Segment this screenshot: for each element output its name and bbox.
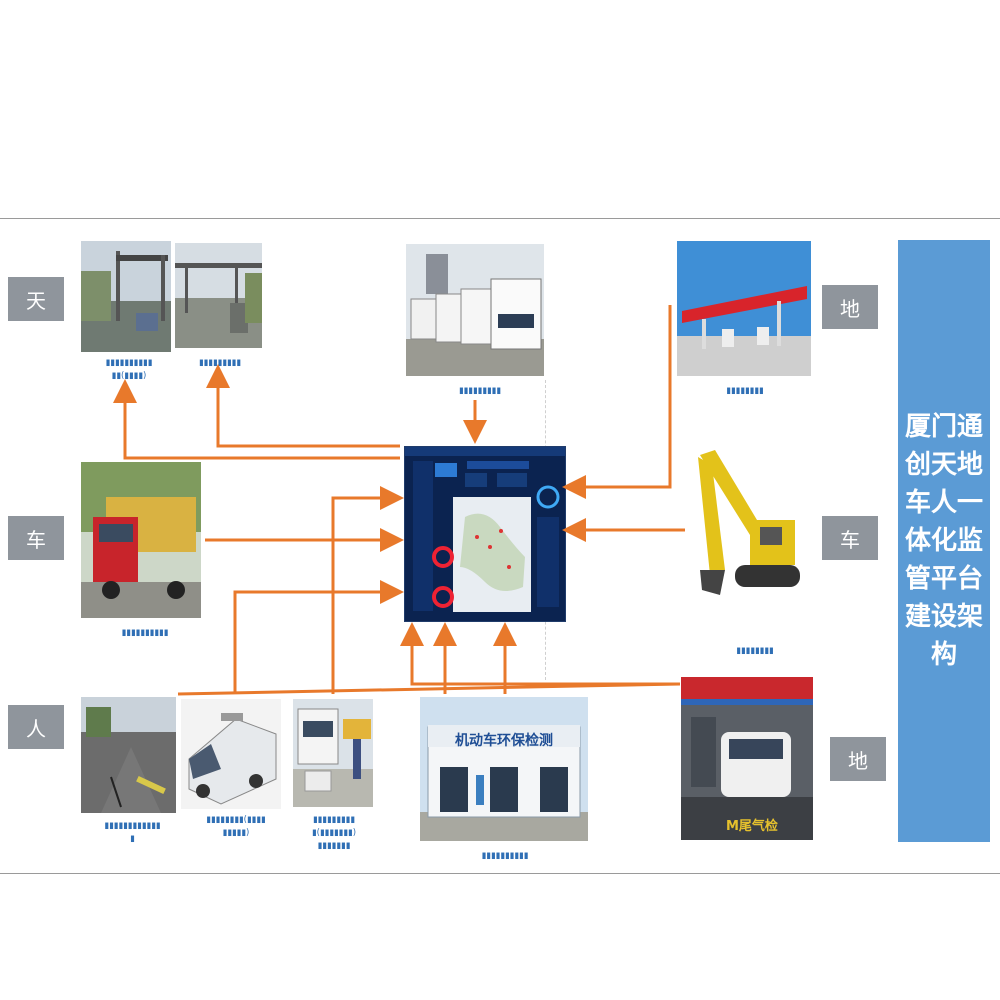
arrow-roadside-to-dashboard: [333, 498, 398, 694]
arrow-gas-station-to-dashboard: [568, 305, 670, 487]
arrow-van-to-dashboard: [235, 592, 398, 694]
arrow-to-gantry-2: [218, 370, 400, 446]
arrow-bay-to-dashboard: [412, 628, 680, 684]
